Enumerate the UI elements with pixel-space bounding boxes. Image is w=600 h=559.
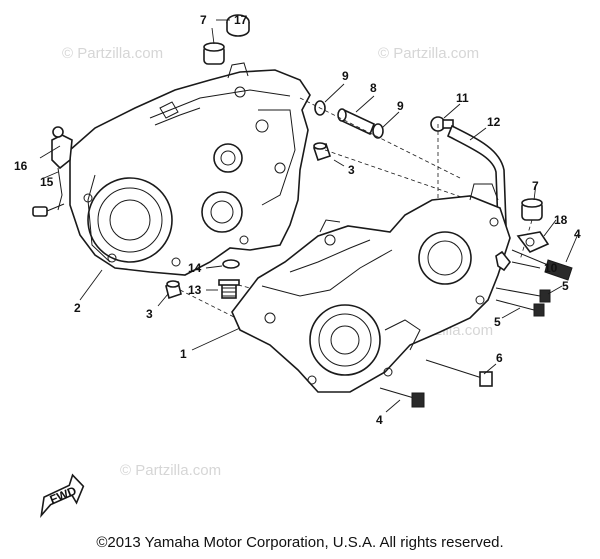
- watermark: © Partzilla.com: [378, 45, 479, 62]
- pipe-8: [337, 108, 376, 136]
- watermark: © Partzilla.com: [62, 45, 163, 62]
- gasket-14: [222, 259, 240, 269]
- callout-6: 6: [496, 351, 503, 365]
- clamp-15: [51, 126, 73, 211]
- right-crankcase-half: [231, 183, 511, 393]
- callout-5: 5: [494, 315, 501, 329]
- cap-17: [226, 14, 250, 37]
- clip-10: [495, 250, 512, 272]
- callout-11: 11: [456, 91, 469, 105]
- callout-5: 5: [562, 279, 569, 293]
- bolt-6: [425, 359, 493, 387]
- callout-13: 13: [188, 283, 202, 297]
- dowel-pin-3-left: [165, 280, 182, 300]
- drain-plug-13: [218, 279, 240, 299]
- callout-10: 10: [544, 261, 558, 275]
- callout-8: 8: [370, 81, 377, 95]
- o-ring-9-right: [372, 123, 384, 139]
- bolt-16: [32, 203, 65, 217]
- left-crankcase-half: [69, 62, 311, 276]
- dowel-pin-3-right: [312, 142, 332, 162]
- callout-1: 1: [180, 347, 187, 361]
- copyright-notice: ©2013 Yamaha Motor Corporation, U.S.A. A…: [96, 534, 504, 551]
- bushing-7-right: [521, 198, 543, 221]
- callout-17: 17: [234, 13, 248, 27]
- callout-15: 15: [40, 175, 54, 189]
- fwd-label: FWD: [48, 483, 79, 506]
- callout-3: 3: [146, 307, 153, 321]
- callout-3: 3: [348, 163, 355, 177]
- callout-14: 14: [188, 261, 202, 275]
- fitting-11: [430, 116, 454, 132]
- callout-9: 9: [397, 99, 404, 113]
- callout-4: 4: [574, 227, 581, 241]
- bolt-5-lower: [495, 299, 545, 317]
- callout-2: 2: [74, 301, 81, 315]
- bolt-4-right: [511, 249, 573, 281]
- callout-4: 4: [376, 413, 383, 427]
- bolt-4-lower: [379, 387, 425, 408]
- bolt-5-upper: [495, 287, 551, 303]
- watermark: © Partzilla.com: [120, 462, 221, 479]
- callout-18: 18: [554, 213, 568, 227]
- forward-direction-arrow: FWD: [40, 473, 85, 518]
- callout-7: 7: [532, 179, 539, 193]
- callout-16: 16: [14, 159, 28, 173]
- callout-7: 7: [200, 13, 207, 27]
- callout-12: 12: [487, 115, 501, 129]
- callout-9: 9: [342, 69, 349, 83]
- bushing-7-top: [203, 42, 225, 65]
- clamp-18: [516, 231, 550, 253]
